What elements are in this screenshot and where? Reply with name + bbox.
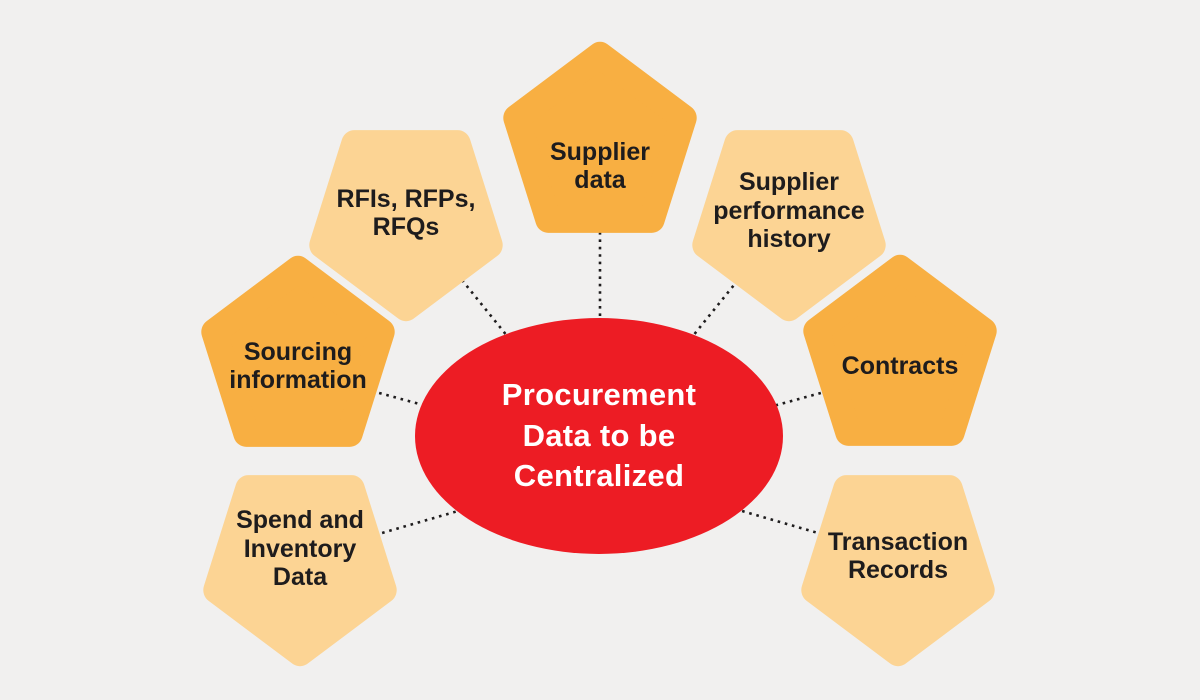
node-supplier-performance-history: Supplier performance history (689, 119, 889, 322)
node-label-supplier-performance-history: Supplier performance history (713, 168, 865, 254)
connector-spend (374, 507, 466, 537)
pentagon-down-icon (309, 130, 503, 322)
pentagon-down-icon (801, 475, 995, 667)
node-rfis-rfps-rfqs: RFIs, RFPs, RFQs (306, 119, 506, 322)
connector-contracts (754, 389, 829, 413)
pentagon-down-icon (692, 130, 886, 322)
node-spend-and-inventory-data: Spend and Inventory Data (200, 464, 400, 667)
connector-sourcing (371, 389, 446, 413)
connector-transaction (734, 507, 826, 537)
ellipse-shape (415, 318, 783, 554)
node-transaction-records: Transaction Records (798, 464, 998, 667)
center-ellipse: Procurement Data to be Centralized (415, 318, 783, 554)
node-sourcing-information: Sourcing information (198, 255, 398, 458)
pentagon-up-icon (803, 254, 997, 446)
node-contracts: Contracts (800, 254, 1000, 457)
node-label-transaction-records: Transaction Records (827, 527, 969, 585)
node-label-rfis-rfps-rfqs: RFIs, RFPs, RFQs (336, 184, 476, 242)
node-label-sourcing-information: Sourcing information (229, 337, 367, 395)
node-label-contracts: Contracts (841, 351, 959, 380)
pentagon-up-icon (201, 255, 395, 447)
node-supplier-data: Supplier data (500, 41, 700, 244)
node-label-supplier-data: Supplier data (549, 137, 650, 195)
pentagon-down-icon (203, 475, 397, 667)
center-label: Procurement Data to be Centralized (501, 376, 697, 494)
pentagon-up-icon (503, 41, 697, 233)
node-label-spend-and-inventory-data: Spend and Inventory Data (236, 506, 364, 592)
